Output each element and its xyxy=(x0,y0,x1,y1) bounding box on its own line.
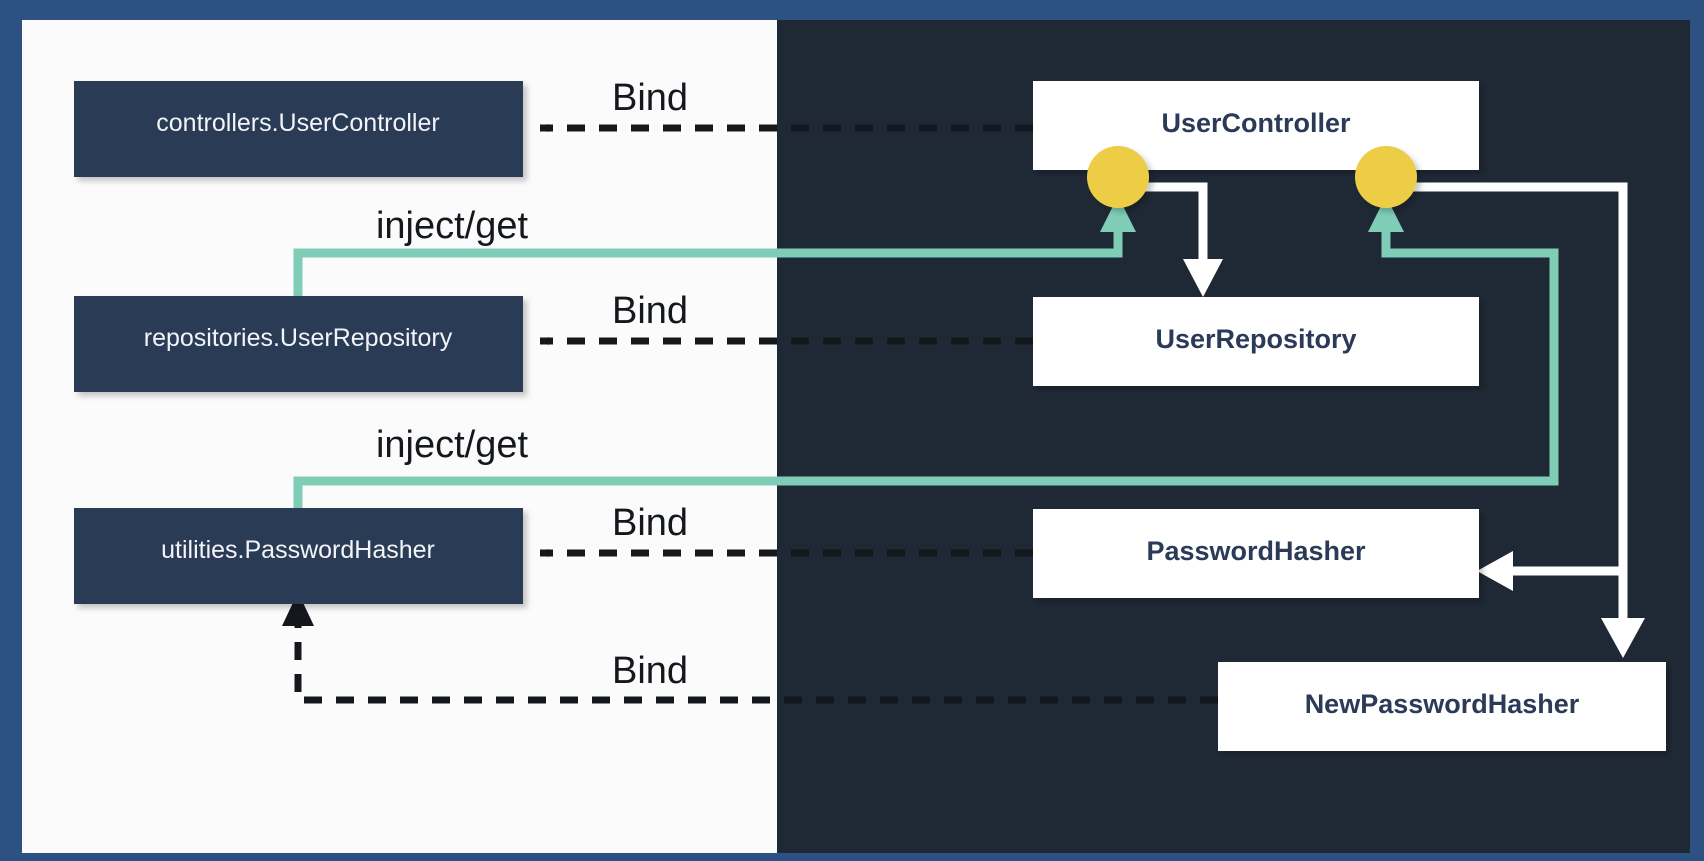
impl-box-label: PasswordHasher xyxy=(1146,536,1366,566)
interface-box-label: controllers.UserController xyxy=(156,109,439,137)
edge-label-bind-1: Bind xyxy=(612,77,688,119)
impl-box-label: UserRepository xyxy=(1155,324,1356,354)
impl-box-label: NewPasswordHasher xyxy=(1305,689,1580,719)
edge-inject-passwordhasher xyxy=(293,196,1559,530)
edge-label-inject-1: inject/get xyxy=(376,205,529,247)
edge-label-bind-2: Bind xyxy=(612,290,688,332)
interface-box-label: repositories.UserRepository xyxy=(144,324,453,352)
edge-label-bind-4: Bind xyxy=(612,650,688,692)
edge-label-bind-3: Bind xyxy=(612,502,688,544)
impl-box-newpasswordhasher[interactable]: NewPasswordHasher xyxy=(1218,662,1666,751)
edge-inject-userrepository xyxy=(293,196,1136,310)
impl-box-passwordhasher[interactable]: PasswordHasher xyxy=(1033,509,1479,598)
edge-construct-newpasswordhasher xyxy=(1601,571,1645,658)
interface-box-controllers-usercontroller[interactable]: controllers.UserController xyxy=(74,81,523,177)
injection-point-dot-icon[interactable] xyxy=(1087,146,1149,208)
edge-label-inject-2: inject/get xyxy=(376,424,529,466)
edge-bind-newpasswordhasher xyxy=(282,592,1218,704)
impl-box-label: UserController xyxy=(1161,108,1351,138)
edge-construct-passwordhasher xyxy=(1386,182,1628,591)
impl-box-userrepository[interactable]: UserRepository xyxy=(1033,297,1479,386)
injection-point-dot-icon[interactable] xyxy=(1355,146,1417,208)
interface-box-label: utilities.PasswordHasher xyxy=(161,536,435,564)
interface-box-repositories-userrepository[interactable]: repositories.UserRepository xyxy=(74,296,523,392)
interface-box-utilities-passwordhasher[interactable]: utilities.PasswordHasher xyxy=(74,508,523,604)
